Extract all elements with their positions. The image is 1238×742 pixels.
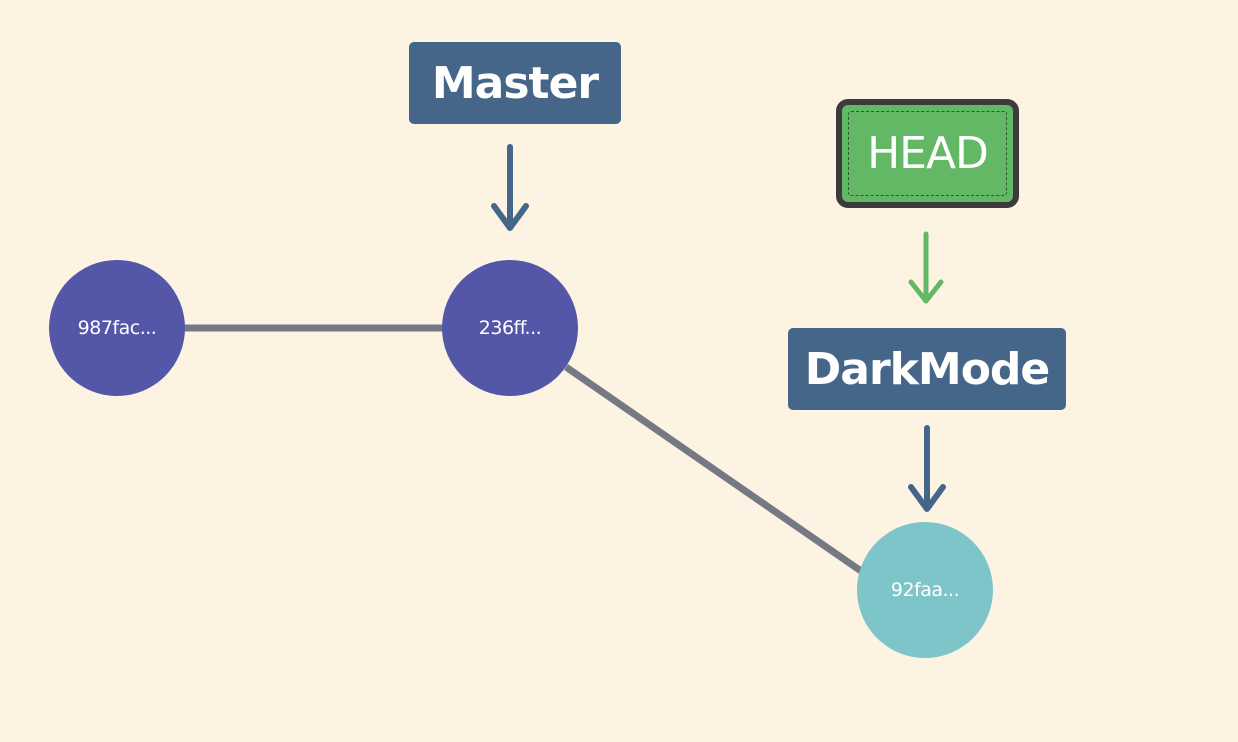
commit-hash-label: 236ff... <box>478 317 542 339</box>
head-pointer-inner: HEAD <box>848 111 1007 196</box>
master-branch-text: Master <box>431 57 599 109</box>
commit-hash-label: 92faa... <box>890 579 960 601</box>
head-pointer-label[interactable]: HEAD <box>836 99 1019 208</box>
darkmode-pointer-arrow <box>908 425 946 512</box>
commit-node-92faa[interactable]: 92faa... <box>857 522 993 658</box>
commit-hash-label: 987fac... <box>77 317 157 339</box>
darkmode-branch-label[interactable]: DarkMode <box>788 328 1066 410</box>
master-branch-label[interactable]: Master <box>409 42 621 124</box>
master-pointer-arrow <box>491 144 529 231</box>
darkmode-branch-text: DarkMode <box>804 343 1051 395</box>
edge-236ff-92faa <box>564 364 863 574</box>
commit-node-236ff[interactable]: 236ff... <box>442 260 578 396</box>
head-pointer-arrow <box>908 231 944 304</box>
commit-node-987fac[interactable]: 987fac... <box>49 260 185 396</box>
head-pointer-text: HEAD <box>867 128 989 179</box>
